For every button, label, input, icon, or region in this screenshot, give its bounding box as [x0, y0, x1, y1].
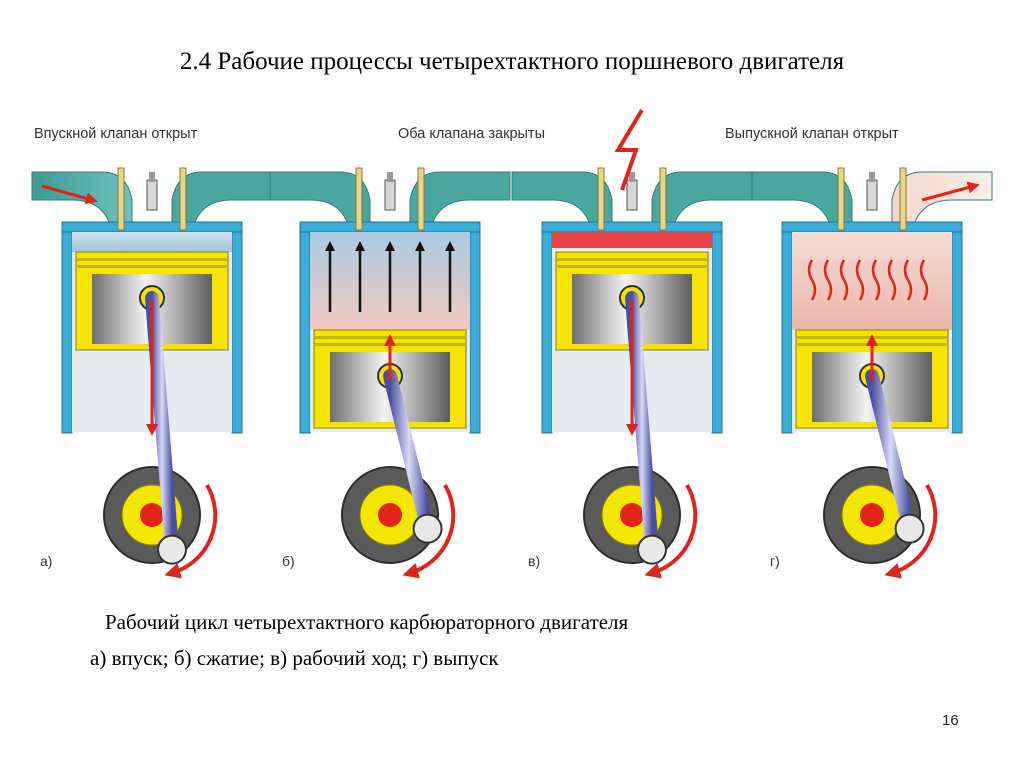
piston-ring [556, 265, 708, 268]
caption-line-2: а) впуск; б) сжатие; в) рабочий ход; г) … [90, 646, 499, 670]
exhaust-gas-flame [839, 259, 849, 301]
engine-compression [269, 167, 511, 579]
exhaust-port [891, 171, 993, 226]
stroke-letter-v: в) [528, 553, 541, 569]
spark-plug [146, 179, 158, 211]
intake-valve-stem [597, 167, 605, 231]
spark-plug [866, 179, 878, 211]
stroke-letter-a: а) [40, 553, 53, 569]
rotation-arrow [644, 483, 698, 579]
label-both-valves-closed: Оба клапана закрыты [398, 126, 545, 142]
engine-intake [31, 167, 273, 579]
piston-ring [76, 258, 228, 261]
spark-plug-tip [629, 172, 635, 182]
crank-pin [894, 513, 925, 544]
intake-port [511, 171, 613, 226]
connecting-rod [383, 369, 435, 536]
exhaust-gas-flame [887, 259, 897, 301]
engine-exhaust [751, 167, 993, 579]
piston-ring [556, 258, 708, 261]
exhaust-port [409, 171, 511, 226]
crank-pin [157, 534, 187, 565]
exhaust-valve-stem [417, 167, 425, 231]
cylinder-head [781, 221, 963, 233]
exhaust-gas-flame [871, 259, 881, 301]
exhaust-gas-flame [823, 259, 833, 301]
cylinder-wall-left [781, 224, 793, 434]
cylinder-wall-right [231, 224, 243, 434]
exhaust-gas-flame [855, 259, 865, 301]
spark-plug [384, 179, 396, 211]
spark-plug-tip [387, 172, 393, 182]
rotation-arrow [402, 483, 456, 579]
page-number: 16 [942, 712, 959, 729]
cylinder-wall-left [299, 224, 311, 434]
piston-ring [314, 336, 466, 339]
intake-port [269, 171, 371, 226]
spark-plug-tip [149, 172, 155, 182]
ignition-zone [552, 232, 712, 248]
cylinder-head [61, 221, 243, 233]
cylinder-wall-right [951, 224, 963, 434]
crank-center [620, 503, 644, 527]
piston-ring [796, 336, 948, 339]
spark-plug [626, 179, 638, 211]
connecting-rod [145, 291, 179, 557]
slide-title: 2.4 Рабочие процессы четырехтактного пор… [179, 48, 845, 75]
cylinder-head [299, 221, 481, 233]
rotation-arrow [164, 483, 218, 579]
crank-center [378, 503, 402, 527]
cylinder-wall-left [541, 224, 553, 434]
exhaust-gas-flame [903, 259, 913, 301]
stroke-letter-b: б) [282, 553, 295, 569]
intake-valve-stem [117, 167, 125, 231]
rotation-arrow [884, 483, 938, 579]
stroke-letter-g: г) [770, 553, 780, 569]
combustion-chamber [792, 232, 952, 330]
spark-plug-tip [869, 172, 875, 182]
label-intake-valve-open: Впускной клапан открыт [34, 126, 198, 142]
cylinder-wall-right [469, 224, 481, 434]
exhaust-valve-stem [179, 167, 187, 231]
connecting-rod [865, 369, 917, 536]
label-exhaust-valve-open: Выпускной клапан открыт [725, 126, 899, 142]
cylinder-wall-left [61, 224, 73, 434]
exhaust-flow-arrow [921, 181, 980, 202]
intake-valve-stem [355, 167, 363, 231]
crank-center [140, 503, 164, 527]
intake-flow-arrow [41, 184, 98, 205]
exhaust-valve-stem [899, 167, 907, 231]
engine-power [511, 108, 753, 579]
exhaust-port [171, 171, 273, 226]
exhaust-gas-flame [919, 259, 929, 301]
exhaust-port [651, 171, 753, 226]
exhaust-valve-stem [659, 167, 667, 231]
intake-port [751, 171, 853, 226]
combustion-chamber [72, 232, 232, 252]
exhaust-gas-flame [807, 259, 817, 301]
crank-pin [637, 534, 667, 565]
piston-ring [76, 265, 228, 268]
connecting-rod [625, 291, 659, 557]
cylinder-wall-right [711, 224, 723, 434]
crank-pin [412, 513, 443, 544]
intake-valve-stem [837, 167, 845, 231]
spark-bolt [614, 108, 644, 191]
caption-line-1: Рабочий цикл четырехтактного карбюраторн… [105, 610, 629, 634]
crank-center [860, 503, 884, 527]
cylinder-head [541, 221, 723, 233]
